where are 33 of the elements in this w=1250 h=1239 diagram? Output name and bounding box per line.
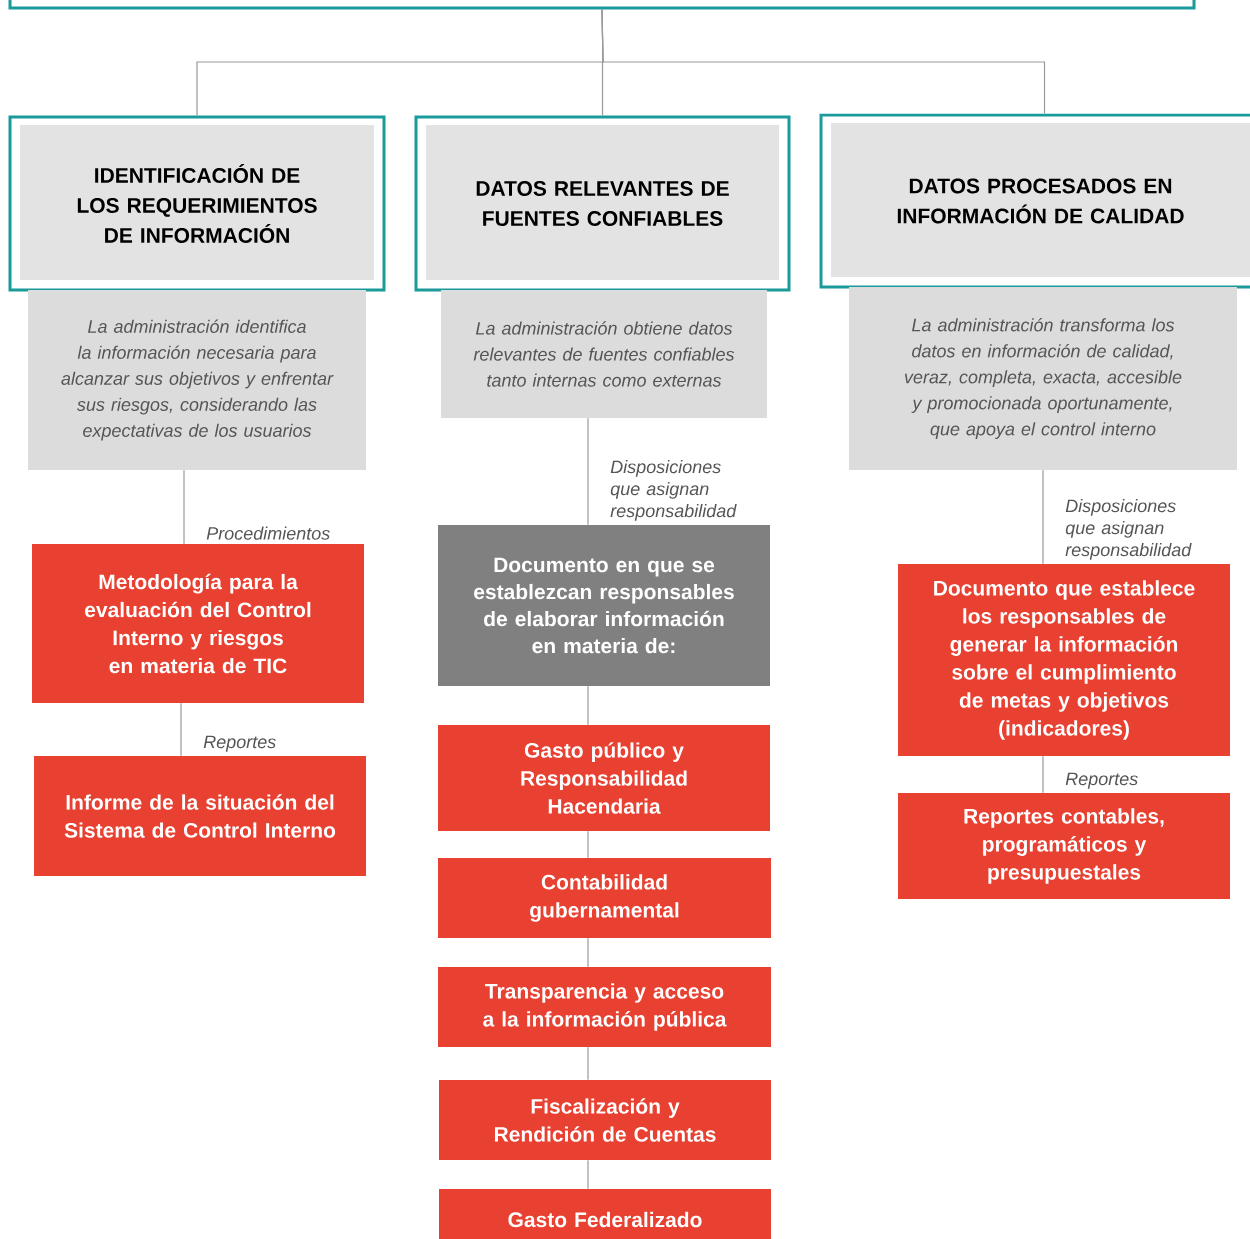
connector-line: [587, 830, 589, 859]
connector-line: [183, 469, 185, 545]
heading-box: DATOS RELEVANTES DE FUENTES CONFIABLES: [414, 115, 791, 292]
topic-box: Documento que establece los responsables de generar la información sobre el cumplimiento de metas y objetivos (indicadores): [898, 564, 1230, 756]
connector-line: [587, 417, 589, 526]
connector-line: [587, 1046, 589, 1081]
heading-box: DATOS PROCESADOS EN INFORMACIÓN DE CALIDAD: [819, 113, 1250, 289]
connector-line: [1042, 755, 1044, 794]
connector-line: [1042, 469, 1044, 565]
topic-box: Gasto público y Responsabilidad Hacendaria: [438, 725, 770, 831]
connector-line: [587, 685, 589, 726]
edge-label: Disposiciones que asignan responsabilidad: [610, 460, 737, 521]
topic-box: Transparencia y acceso a la información pública: [438, 967, 771, 1047]
heading-box: IDENTIFICACIÓN DE LOS REQUERIMIENTOS DE INFORMACIÓN: [8, 115, 386, 292]
connector-line: [180, 702, 182, 757]
connector-line: [587, 937, 589, 968]
edge-label: Reportes: [203, 735, 276, 752]
topic-box: Contabilidad gubernamental: [438, 858, 771, 938]
description-box: La administración identifica la información necesaria para alcanzar sus objetivos y enfrentar sus riesgos, considerando las expectativas de los usuarios: [28, 290, 366, 470]
topic-box: Fiscalización y Rendición de Cuentas: [439, 1080, 771, 1160]
description-box: La administración transforma los datos en información de calidad, veraz, completa, exacta, accesible y promocionada oportunamente, que apoya el control interno: [849, 287, 1237, 470]
edge-label: Procedimientos: [206, 526, 330, 540]
connector-line: [601, 8, 1046, 115]
topic-box: Reportes contables, programáticos y presupuestales: [898, 793, 1230, 899]
edge-label: Disposiciones que asignan responsabilidad: [1065, 499, 1192, 560]
frame-box: [8, 0, 1196, 10]
document-box: Documento en que se establezcan responsables de elaborar información en materia de:: [438, 525, 770, 686]
topic-box: Informe de la situación del Sistema de Control Interno: [34, 756, 366, 876]
topic-box: Gasto Federalizado: [439, 1189, 771, 1239]
edge-label: Reportes: [1065, 772, 1138, 789]
description-box: La administración obtiene datos relevantes de fuentes confiables tanto internas como externas: [441, 290, 767, 418]
topic-box: Metodología para la evaluación del Control Interno y riesgos en materia de TIC: [32, 544, 364, 703]
connector-line: [587, 1159, 589, 1190]
